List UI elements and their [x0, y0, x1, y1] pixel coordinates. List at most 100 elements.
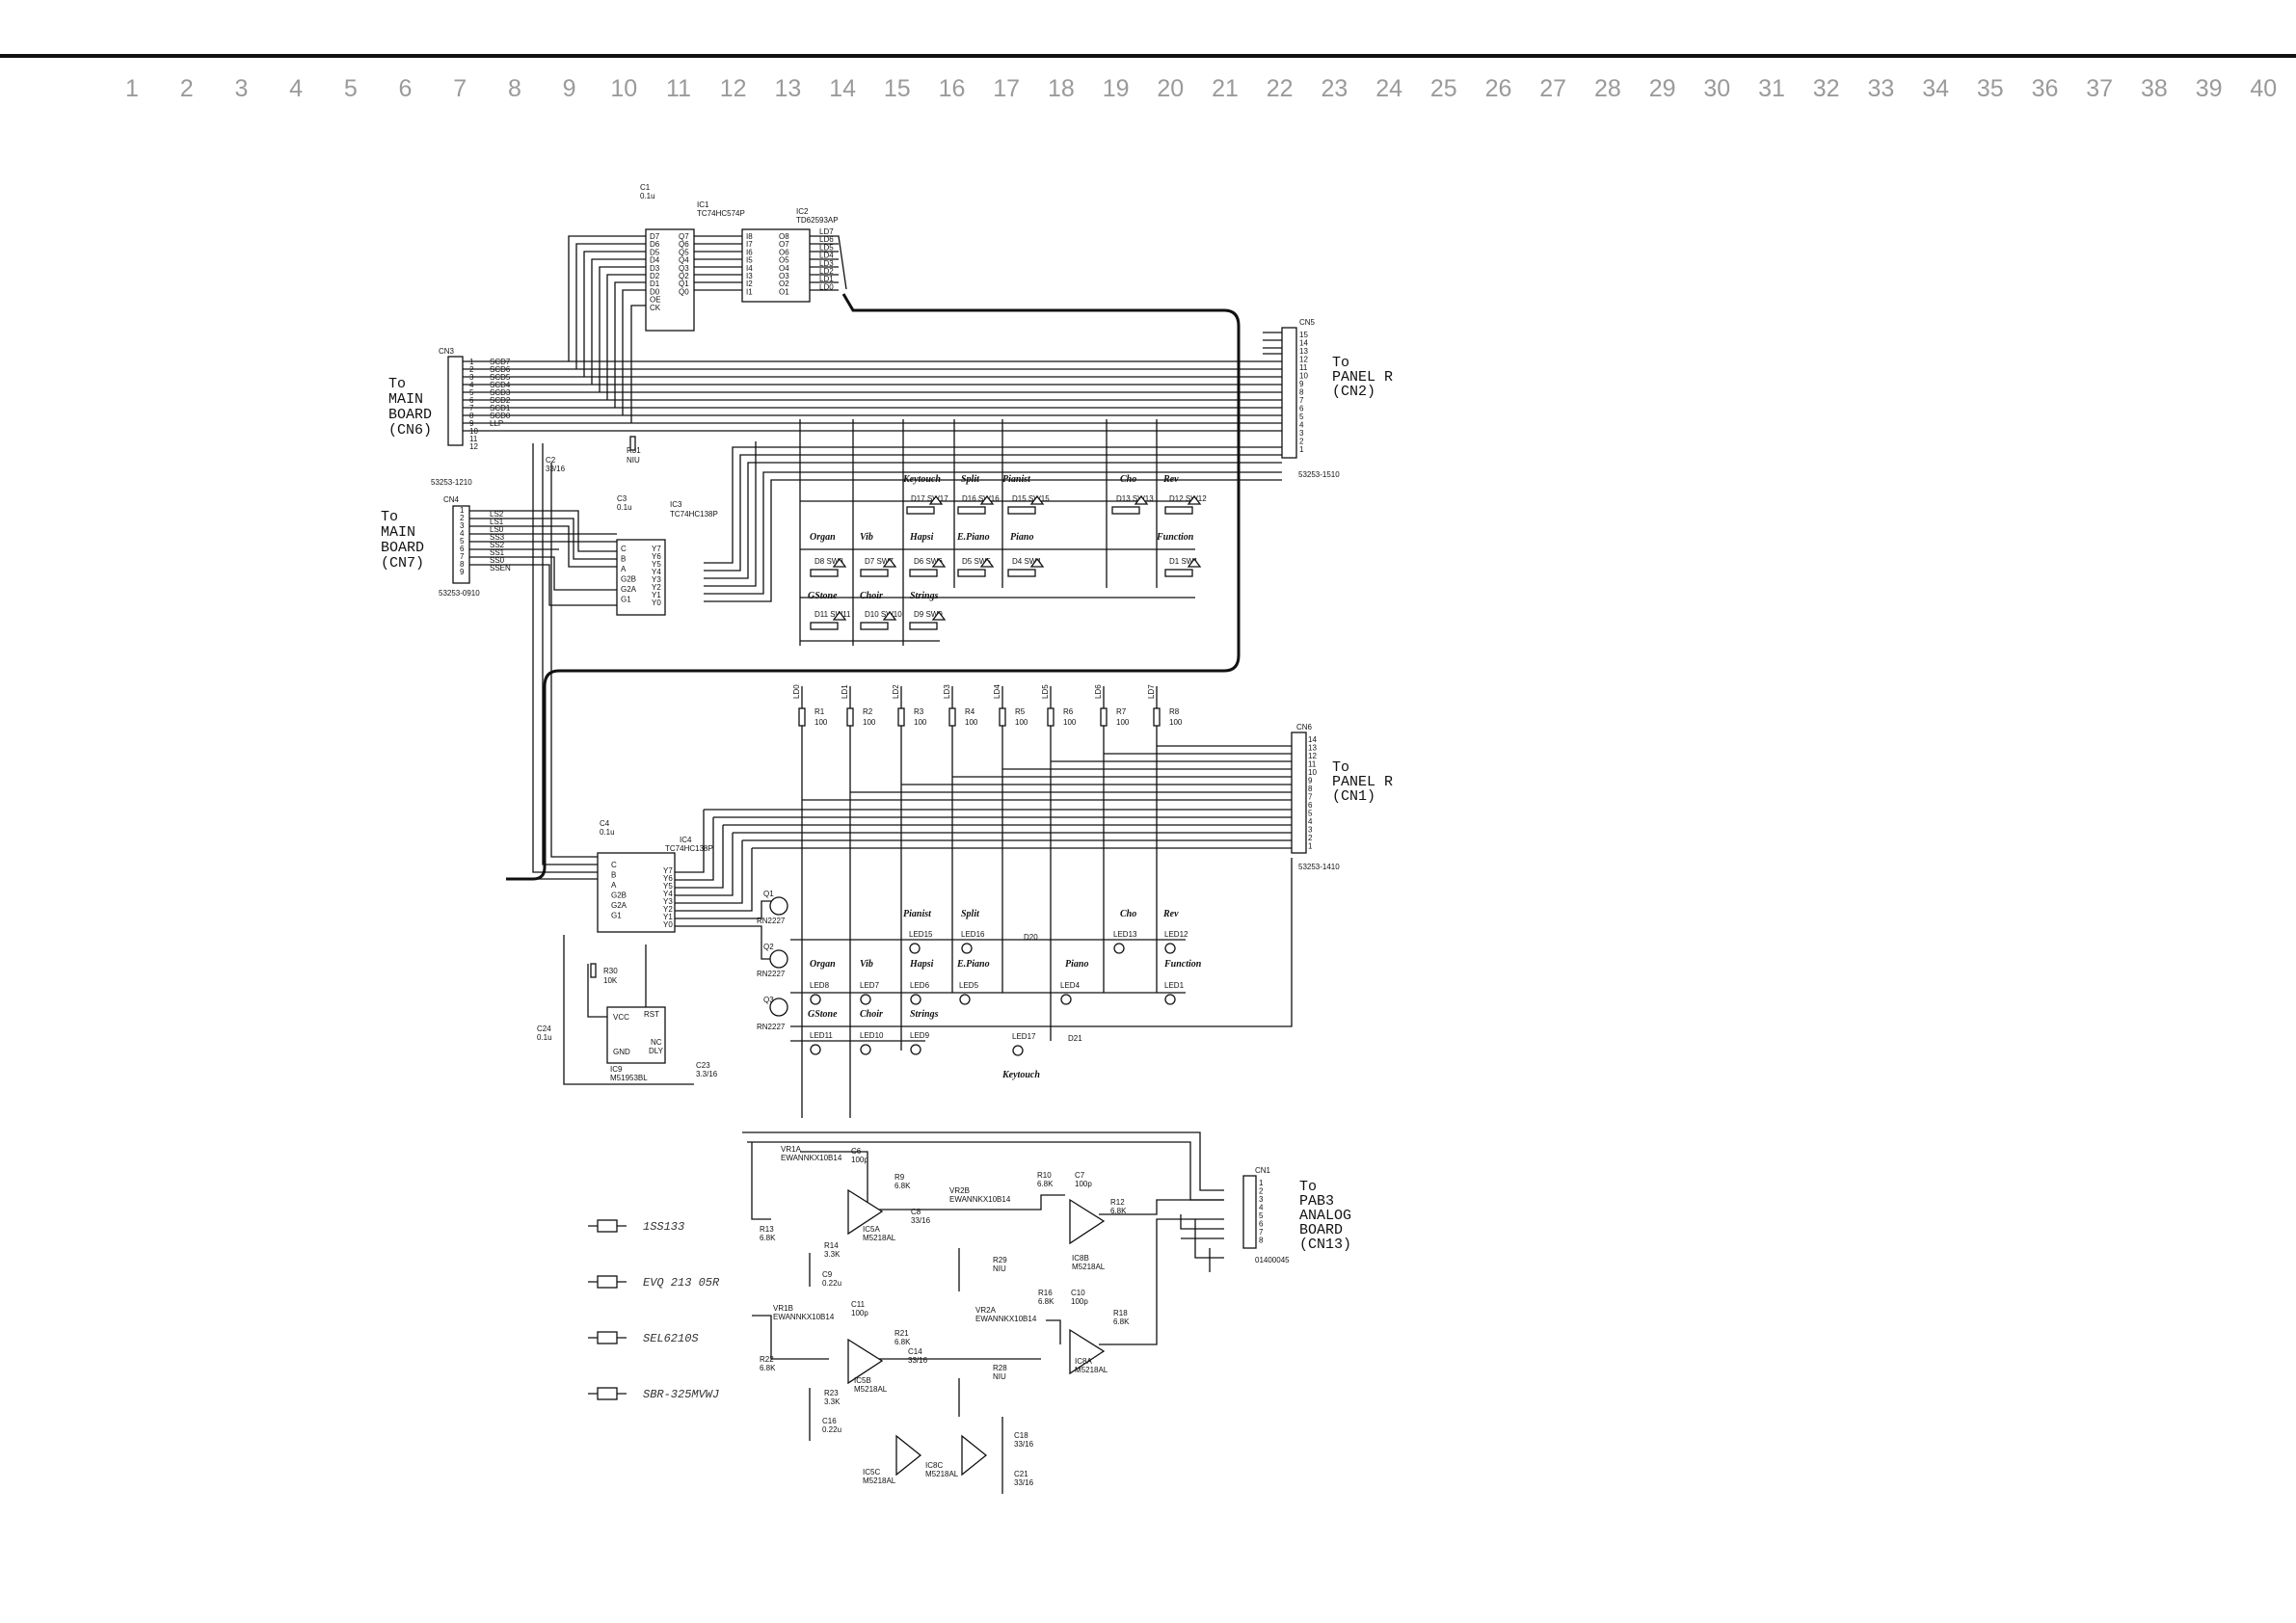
switch-ref: D6 SW6: [914, 557, 943, 566]
cn4-pin-number: 9: [460, 568, 465, 576]
ic1-pin: D7: [650, 232, 660, 241]
cn5-pin-number: 14: [1299, 339, 1308, 348]
ic2-part: TD62593AP: [796, 216, 839, 225]
resistor-ref: R7: [1116, 707, 1127, 716]
cn5-pin-number: 6: [1299, 405, 1304, 413]
analog-part-value: 100p: [851, 1156, 868, 1164]
cn4-pin-number: 5: [460, 537, 465, 545]
led-label: Split: [961, 909, 980, 919]
cn1-pin-number: 5: [1259, 1211, 1264, 1220]
analog-part-value: 6.8K: [894, 1182, 911, 1190]
switch-ref: D15 SW15: [1012, 494, 1050, 503]
analog-part-value: EWANNKX10B14: [781, 1154, 842, 1162]
cn6-ref: CN6: [1296, 723, 1313, 732]
wiring: [463, 235, 1293, 1494]
ic2-output-line: LD4: [819, 252, 834, 260]
resistor-symbol: [1153, 707, 1161, 727]
analog-part-value: 6.8K: [1110, 1207, 1127, 1215]
analog-part-ref: R10: [1037, 1171, 1052, 1180]
cn6-pin-number: 3: [1308, 826, 1313, 835]
ruler-column-number: 15: [883, 75, 911, 102]
ruler-column-number: 11: [666, 75, 691, 102]
analog-part-value: 0.22u: [822, 1425, 841, 1434]
r30-ref: R30: [603, 967, 618, 975]
cn4-destination: BOARD: [381, 540, 424, 556]
cn6-destination: PANEL R: [1332, 774, 1393, 790]
analog-part-value: M5218AL: [1075, 1366, 1108, 1374]
ic3-pin: Y0: [652, 599, 661, 607]
switch-diode-symbol: [882, 557, 897, 568]
ic3-pin: G2A: [621, 585, 637, 594]
opamp-ic5a: [847, 1188, 884, 1236]
cn3-pin-number: 4: [469, 381, 474, 389]
cn4-signal: LS1: [490, 518, 504, 526]
cn4-pin-number: 4: [460, 529, 465, 538]
switch-diode-symbol: [928, 494, 944, 505]
cn6-pin-number: 14: [1308, 735, 1317, 744]
ic1-body: [645, 228, 695, 332]
ic4-pin: Y2: [663, 905, 673, 914]
cn6-destination: To: [1332, 759, 1349, 776]
opamp-ic5c: [895, 1434, 922, 1477]
switch-label: Strings: [910, 591, 939, 601]
led-symbol: [1164, 994, 1176, 1005]
ruler-column-number: 32: [1812, 75, 1840, 102]
ic4-body: [597, 852, 676, 933]
cn5-pin-number: 1: [1299, 445, 1304, 454]
ic2-ref: IC2: [796, 207, 809, 216]
analog-part-ref: IC5A: [863, 1225, 880, 1234]
analog-part-ref: IC8B: [1072, 1254, 1089, 1263]
ruler-column-number: 14: [829, 75, 856, 102]
cn5-pin-number: 4: [1299, 421, 1304, 430]
analog-part-value: 100p: [1071, 1297, 1088, 1306]
push-switch-symbol: [1007, 569, 1036, 577]
cn3-pin-number: 7: [469, 404, 474, 412]
led-symbol: [1113, 943, 1125, 954]
ic2-pin: O7: [779, 240, 789, 249]
ic1-ref: IC1: [697, 200, 709, 209]
analog-part-ref: R28: [993, 1364, 1007, 1372]
cn3-signal: LLP: [490, 419, 503, 428]
resistor-ref: R5: [1015, 707, 1026, 716]
led-symbol: [860, 994, 871, 1005]
push-switch-symbol: [1111, 506, 1140, 515]
cn6-pin-number: 6: [1308, 801, 1313, 810]
resistor-symbol: [897, 707, 905, 727]
ruler-column-number: 22: [1266, 75, 1294, 102]
analog-part-value: 6.8K: [1038, 1297, 1055, 1306]
cn6-pin-number: 8: [1308, 785, 1313, 793]
switch-ref: D8 SW8: [814, 557, 843, 566]
ruler-column-number: 4: [289, 75, 304, 102]
ic9-pin: VCC: [613, 1013, 629, 1022]
led-label: Organ: [810, 959, 836, 970]
led-ref: LED13: [1113, 930, 1137, 939]
cn5-pin-number: 11: [1299, 363, 1308, 372]
cn3-pin-number: 5: [469, 388, 474, 397]
ruler-column-number: 28: [1593, 75, 1621, 102]
switch-ref: D10 SW10: [865, 610, 902, 619]
cn5-body: [1281, 327, 1297, 459]
ic1-pin: D4: [650, 256, 660, 265]
resistor-value: 100: [814, 718, 828, 727]
ic3-pin: B: [621, 555, 626, 564]
cn5-ref: CN5: [1299, 318, 1316, 327]
cn4-signal: LS2: [490, 510, 504, 519]
ic4-pin: Y0: [663, 920, 673, 929]
ruler-column-number: 33: [1867, 75, 1895, 102]
analog-part-ref: VR1B: [773, 1304, 793, 1313]
resistor-value: 100: [914, 718, 927, 727]
capacitor-value: 0.1u: [617, 503, 632, 512]
cn3-ref: CN3: [439, 347, 455, 356]
ic2-pin: O2: [779, 279, 789, 288]
resistor-value: 100: [1063, 718, 1077, 727]
cn4-pin-number: 1: [460, 506, 465, 515]
ruler-column-number: 20: [1157, 75, 1185, 102]
led-ref: LED7: [860, 981, 880, 990]
switch-diode-symbol: [1187, 494, 1202, 505]
analog-part-value: 3.3K: [824, 1397, 841, 1406]
led-symbol: [909, 943, 921, 954]
ruler-column-number: 19: [1102, 75, 1130, 102]
ruler-column-number: 18: [1047, 75, 1075, 102]
ic2-output-line: LD3: [819, 259, 834, 268]
